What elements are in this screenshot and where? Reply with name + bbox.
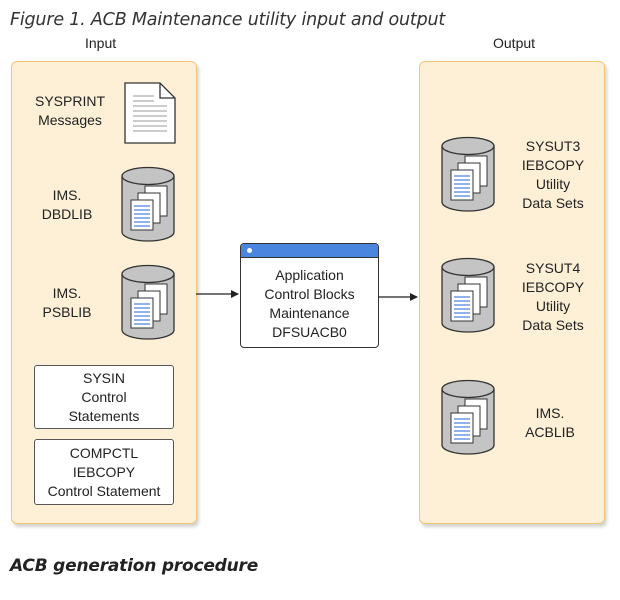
sysut3-database-icon bbox=[440, 136, 496, 219]
dbdlib-label: IMS. DBDLIB bbox=[41, 187, 93, 222]
section-heading: ACB generation procedure bbox=[10, 556, 259, 576]
psblib-database-icon bbox=[120, 264, 176, 347]
dbdlib-database-icon bbox=[120, 166, 176, 249]
acblib-database-icon bbox=[440, 379, 496, 462]
sysut4-label: SYSUT4 IEBCOPY Utility Data Sets bbox=[521, 260, 585, 333]
sysin-box: SYSIN Control Statements bbox=[34, 365, 174, 429]
figure-title: Figure 1. ACB Maintenance utility input … bbox=[10, 10, 446, 30]
process-label: Application Control Blocks Maintenance D… bbox=[264, 267, 355, 340]
document-icon bbox=[124, 82, 176, 144]
psblib-label: IMS. PSBLIB bbox=[42, 285, 92, 320]
process-header-dot bbox=[247, 248, 252, 253]
sysut4-database-icon bbox=[440, 257, 496, 340]
input-header: Input bbox=[85, 35, 117, 51]
acblib-label: IMS. ACBLIB bbox=[525, 405, 575, 440]
compctl-box: COMPCTL IEBCOPY Control Statement bbox=[34, 439, 174, 505]
output-header: Output bbox=[493, 35, 536, 51]
sysut3-label: SYSUT3 IEBCOPY Utility Data Sets bbox=[521, 138, 585, 211]
process-header-bar bbox=[241, 244, 378, 258]
sysprint-label: SYSPRINT Messages bbox=[34, 93, 105, 128]
dfsuacb0-process-box: Application Control Blocks Maintenance D… bbox=[240, 243, 379, 348]
